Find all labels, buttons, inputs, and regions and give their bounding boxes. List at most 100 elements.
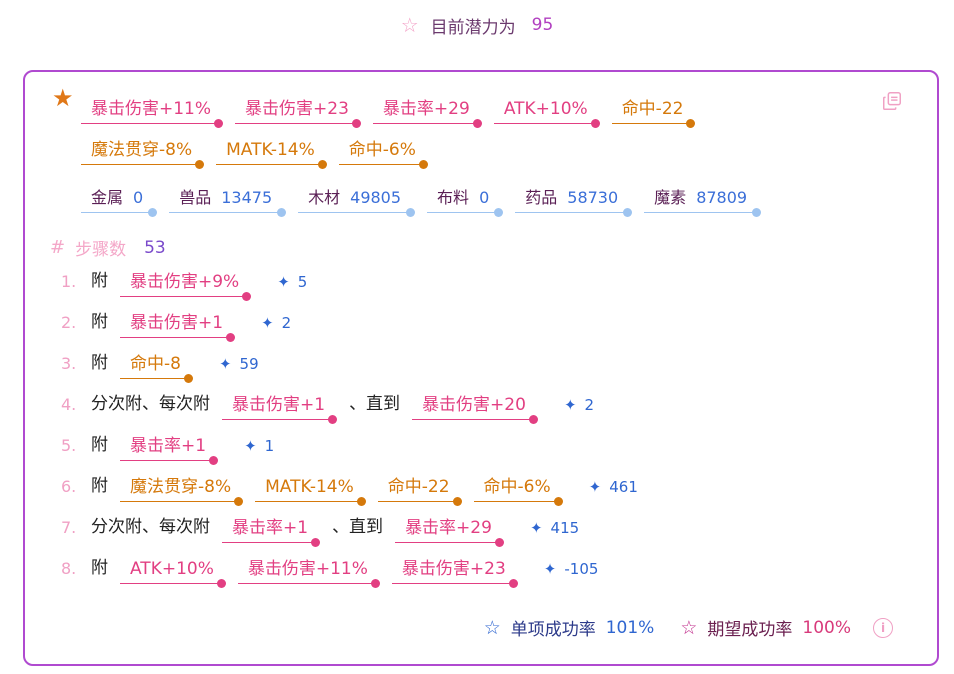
step-count-value: -105 xyxy=(564,560,599,578)
material-name: 魔素 xyxy=(654,188,687,207)
step-count-value: 2 xyxy=(281,314,292,332)
step-count: ✦2 xyxy=(564,396,594,420)
step-number: 7. xyxy=(61,518,77,537)
attribute-row-2: 魔法贯穿-8% MATK-14% 命中-6% xyxy=(81,139,440,169)
star-filled-icon[interactable]: ★ xyxy=(52,84,74,112)
attribute-tag: 暴击率+1 xyxy=(222,517,321,547)
step-row: 2.附暴击伤害+1✦2 xyxy=(61,310,291,342)
success-rate-footer: ☆ 单项成功率 101% ☆ 期望成功率 100% i xyxy=(484,615,893,640)
step-count: ✦2 xyxy=(261,314,291,338)
step-row: 3.附命中-8✦59 xyxy=(61,351,259,383)
step-count-value: 5 xyxy=(297,273,308,291)
material-tag: 木材 49805 xyxy=(298,187,415,217)
material-value: 0 xyxy=(479,188,490,207)
step-row: 4.分次附、每次附暴击伤害+1、直到暴击伤害+20✦2 xyxy=(61,392,594,424)
material-name: 兽品 xyxy=(179,188,212,207)
step-text: 分次附、每次附 xyxy=(91,394,210,414)
attribute-tag: 暴击伤害+11% xyxy=(237,558,380,588)
attribute-row-1: 暴击伤害+11% 暴击伤害+23 暴击率+29 ATK+10% 命中-22 xyxy=(81,98,707,128)
expected-rate-label: 期望成功率 xyxy=(707,620,793,640)
sparkle-icon: ✦ xyxy=(588,478,602,496)
star-outline-icon: ☆ xyxy=(483,616,501,639)
material-name: 木材 xyxy=(308,188,341,207)
step-count-value: 1 xyxy=(264,437,275,455)
step-count: ✦ 415 xyxy=(530,519,579,543)
step-row: 7. 分次附、每次附暴击率+1 、直到暴击率+29 ✦ 415 xyxy=(61,515,579,547)
step-count-value: 2 xyxy=(584,396,595,414)
attribute-tag: 暴击伤害+1 xyxy=(222,394,338,424)
potential-label: 目前潜力为 xyxy=(430,17,516,38)
expected-rate-value: 100% xyxy=(802,617,851,638)
step-count: ✦59 xyxy=(219,355,259,379)
steps-title-label: 步骤数 xyxy=(75,240,127,260)
step-count: ✦ -105 xyxy=(544,560,599,584)
material-tag: 魔素 87809 xyxy=(644,187,762,217)
step-count-value: 415 xyxy=(550,519,580,537)
step-number: 8. xyxy=(61,559,77,578)
step-row: 1.附暴击伤害+9%✦5 xyxy=(61,269,307,301)
sparkle-icon: ✦ xyxy=(543,560,557,578)
step-number: 5. xyxy=(61,436,77,455)
star-outline-icon: ☆ xyxy=(680,616,698,639)
attribute-tag: 暴击伤害+23 xyxy=(235,98,361,128)
material-tag: 兽品 13475 xyxy=(169,187,287,217)
steps-count: 53 xyxy=(144,237,166,258)
step-text: 、直到 xyxy=(349,394,401,414)
step-text: 、直到 xyxy=(332,517,384,537)
step-text: 分次附、每次附 xyxy=(91,517,210,537)
attribute-tag: 命中-6% xyxy=(338,139,428,169)
attribute-tag: MATK-14% xyxy=(216,139,327,169)
potential-header: ☆ 目前潜力为 95 xyxy=(0,12,954,38)
single-rate-value: 101% xyxy=(605,617,655,638)
sparkle-icon: ✦ xyxy=(563,396,577,414)
step-count-value: 59 xyxy=(239,355,259,373)
step-count: ✦1 xyxy=(244,437,274,461)
sparkle-icon: ✦ xyxy=(277,273,290,291)
attribute-tag: 暴击伤害+23 xyxy=(391,558,518,588)
attribute-tag: ATK+10% xyxy=(120,558,226,588)
step-text: 附 xyxy=(91,312,108,332)
potential-value: 95 xyxy=(531,15,554,35)
step-number: 6. xyxy=(61,477,77,496)
step-text: 附 xyxy=(91,435,108,455)
step-text: 附 xyxy=(91,476,108,496)
attribute-tag: 暴击伤害+20 xyxy=(412,394,538,424)
attribute-tag: 命中-22 xyxy=(611,98,696,128)
step-number: 2. xyxy=(61,313,77,332)
step-count-value: 461 xyxy=(609,478,638,496)
material-name: 金属 xyxy=(91,188,124,207)
step-number: 4. xyxy=(61,395,77,414)
material-value: 13475 xyxy=(221,188,273,207)
copy-icon[interactable] xyxy=(881,90,903,112)
step-count: ✦5 xyxy=(277,273,307,297)
attribute-tag: 暴击率+29 xyxy=(372,98,482,128)
attribute-tag: 暴击伤害+9% xyxy=(120,271,252,301)
steps-title: # 步骤数 53 xyxy=(50,235,166,260)
material-value: 49805 xyxy=(350,188,402,207)
attribute-tag: 暴击率+29 xyxy=(395,517,504,547)
attribute-tag: MATK-14% xyxy=(255,476,366,506)
step-count: ✦ 461 xyxy=(589,478,638,502)
hash-icon: # xyxy=(50,237,66,258)
step-row: 5.附暴击率+1✦1 xyxy=(61,433,274,465)
sparkle-icon: ✦ xyxy=(529,519,543,537)
material-name: 药品 xyxy=(525,188,558,207)
material-name: 布料 xyxy=(437,188,470,207)
attribute-tag: 暴击伤害+11% xyxy=(81,98,224,128)
step-text: 附 xyxy=(91,271,108,291)
attribute-tag: ATK+10% xyxy=(493,98,600,128)
sparkle-icon: ✦ xyxy=(244,437,257,455)
info-icon[interactable]: i xyxy=(873,617,893,638)
single-rate-label: 单项成功率 xyxy=(510,620,596,640)
attribute-tag: 魔法贯穿-8% xyxy=(120,476,244,506)
attribute-tag: 暴击伤害+1 xyxy=(120,312,236,342)
sparkle-icon: ✦ xyxy=(261,314,274,332)
attribute-tag: 魔法贯穿-8% xyxy=(81,139,205,169)
material-value: 87809 xyxy=(696,188,748,207)
